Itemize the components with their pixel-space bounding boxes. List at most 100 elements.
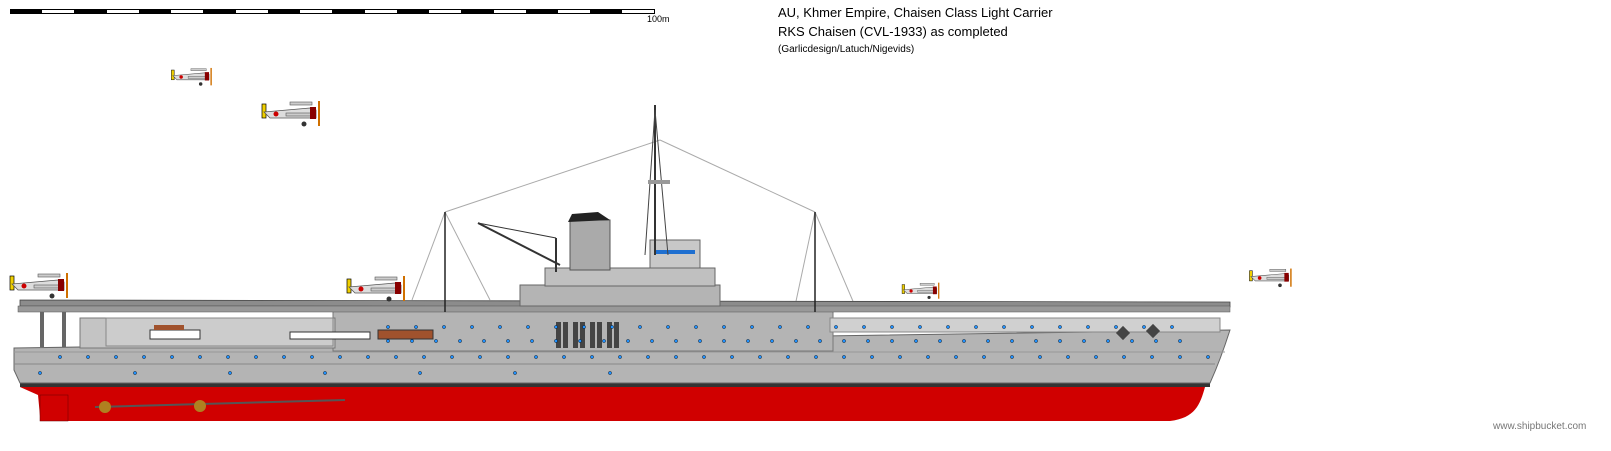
aircraft-biplane — [261, 100, 321, 127]
porthole — [582, 325, 586, 329]
hull — [13, 329, 1231, 384]
porthole — [1106, 339, 1110, 343]
porthole — [770, 339, 774, 343]
porthole — [498, 325, 502, 329]
hull-antifouling — [20, 387, 1205, 421]
anchor-icon — [1145, 323, 1161, 339]
porthole — [862, 325, 866, 329]
porthole — [554, 325, 558, 329]
porthole — [513, 371, 517, 375]
porthole — [722, 325, 726, 329]
porthole — [618, 355, 622, 359]
porthole — [1114, 325, 1118, 329]
porthole — [1178, 355, 1182, 359]
porthole — [842, 355, 846, 359]
porthole — [814, 355, 818, 359]
porthole — [638, 325, 642, 329]
porthole — [610, 325, 614, 329]
porthole — [530, 339, 534, 343]
porthole — [806, 325, 810, 329]
porthole — [750, 325, 754, 329]
watermark-link[interactable]: www.shipbucket.com — [1493, 421, 1587, 432]
porthole — [1122, 355, 1126, 359]
anchor-icon — [1115, 325, 1131, 341]
porthole — [1206, 355, 1210, 359]
porthole — [170, 355, 174, 359]
porthole — [946, 325, 950, 329]
porthole — [650, 339, 654, 343]
porthole — [506, 355, 510, 359]
porthole — [58, 355, 62, 359]
porthole — [898, 355, 902, 359]
porthole — [1034, 339, 1038, 343]
porthole — [982, 355, 986, 359]
porthole — [866, 339, 870, 343]
porthole — [578, 339, 582, 343]
porthole — [870, 355, 874, 359]
porthole — [890, 325, 894, 329]
porthole — [1010, 339, 1014, 343]
porthole — [338, 355, 342, 359]
ship-name: RKS Chaisen (CVL-1933) as completed — [778, 24, 1008, 39]
porthole — [698, 339, 702, 343]
porthole — [1058, 325, 1062, 329]
island-superstructure — [519, 105, 721, 307]
credits: (Garlicdesign/Latuch/Nigevids) — [778, 44, 915, 55]
porthole — [1130, 339, 1134, 343]
porthole — [282, 355, 286, 359]
porthole — [534, 355, 538, 359]
propeller-icon — [99, 401, 111, 413]
propeller-shafts — [39, 394, 346, 422]
porthole — [674, 355, 678, 359]
porthole — [694, 325, 698, 329]
porthole — [666, 325, 670, 329]
porthole — [1154, 339, 1158, 343]
porthole — [198, 355, 202, 359]
porthole — [133, 371, 137, 375]
porthole — [794, 339, 798, 343]
porthole — [918, 325, 922, 329]
porthole — [254, 355, 258, 359]
boot-topping — [20, 383, 1210, 387]
porthole — [394, 355, 398, 359]
porthole — [228, 371, 232, 375]
porthole — [478, 355, 482, 359]
ship-boats — [149, 325, 434, 340]
porthole — [626, 339, 630, 343]
porthole — [114, 355, 118, 359]
porthole — [1150, 355, 1154, 359]
porthole — [482, 339, 486, 343]
porthole — [914, 339, 918, 343]
porthole — [386, 325, 390, 329]
porthole — [434, 339, 438, 343]
portholes — [38, 325, 1210, 375]
aircraft-biplane — [171, 67, 213, 87]
porthole — [702, 355, 706, 359]
porthole — [142, 355, 146, 359]
porthole — [414, 325, 418, 329]
propeller-icon — [194, 400, 206, 412]
porthole — [1058, 339, 1062, 343]
porthole — [1178, 339, 1182, 343]
porthole — [526, 325, 530, 329]
porthole — [834, 325, 838, 329]
porthole — [890, 339, 894, 343]
porthole — [418, 371, 422, 375]
porthole — [1010, 355, 1014, 359]
porthole — [506, 339, 510, 343]
porthole — [442, 325, 446, 329]
scale-label: 100m — [647, 14, 670, 24]
aircraft-biplane — [346, 275, 406, 302]
porthole — [954, 355, 958, 359]
porthole — [470, 325, 474, 329]
porthole — [1082, 339, 1086, 343]
porthole — [323, 371, 327, 375]
aircraft-biplane — [1249, 268, 1293, 288]
porthole — [450, 355, 454, 359]
porthole — [1170, 325, 1174, 329]
porthole — [646, 355, 650, 359]
crane — [477, 222, 561, 272]
porthole — [730, 355, 734, 359]
porthole — [38, 371, 42, 375]
